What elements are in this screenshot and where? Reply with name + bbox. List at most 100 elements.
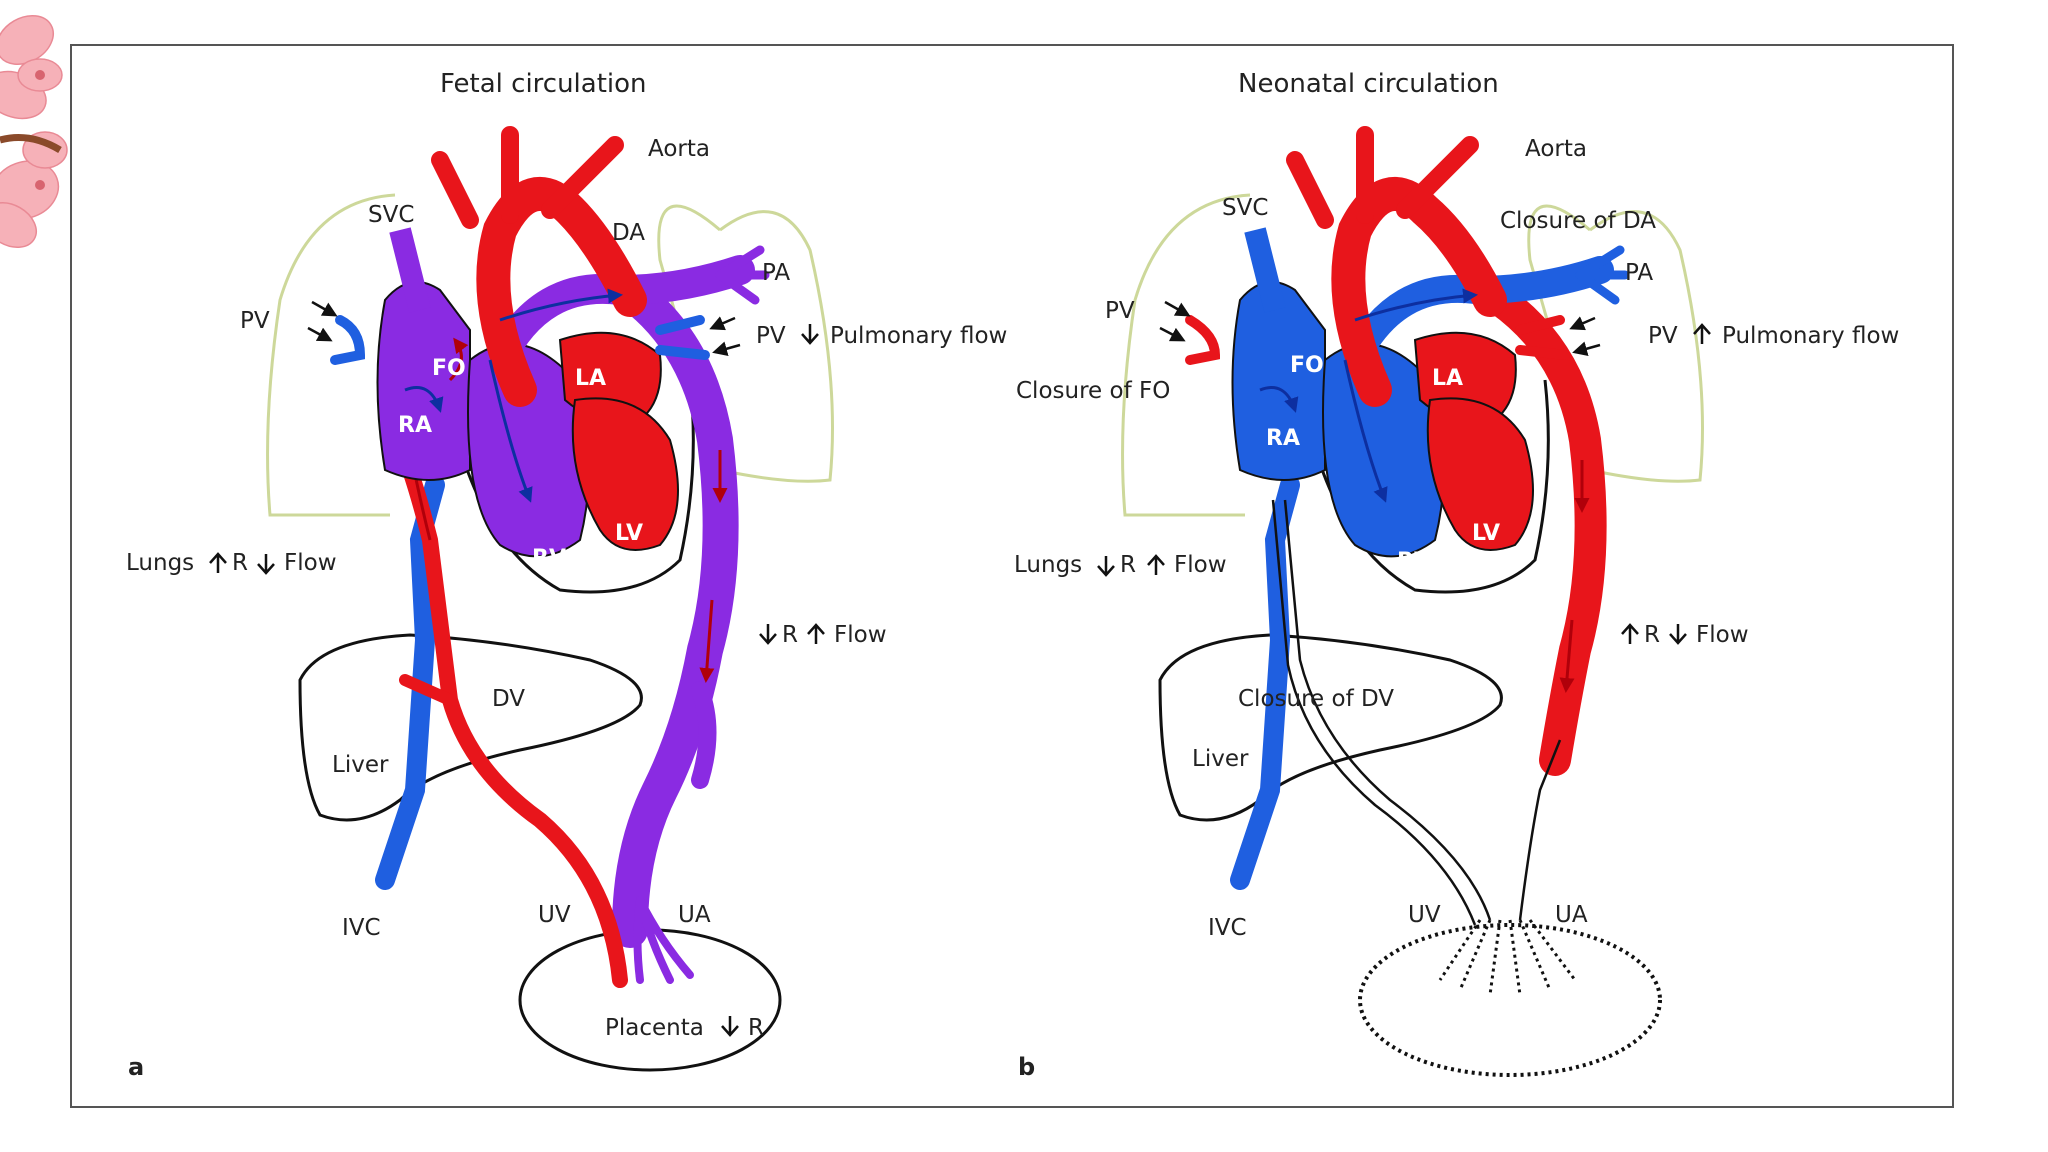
aortic-arch (476, 177, 647, 407)
label-lv-neonatal: LV (1472, 521, 1500, 546)
label-fo: FO (432, 356, 466, 381)
placenta-neonatal (1358, 923, 1662, 1077)
arrow-down-icon (1669, 624, 1687, 645)
umbilical-artery (633, 896, 694, 984)
arrow-down-icon (801, 324, 819, 345)
label-uv-neonatal: UV (1408, 902, 1441, 928)
pulmonary-vein-right (655, 315, 710, 360)
label-aorta: Aorta (648, 136, 710, 162)
pulmonary-branches-neonatal (1575, 245, 1630, 305)
right-lung (657, 204, 834, 483)
label-lv: LV (615, 521, 643, 546)
neonatal-pulmonary-flow-group: PV Pulmonary flow (1648, 323, 1899, 349)
label-lungs-r-neonatal: R (1120, 552, 1136, 578)
label-placenta: Placenta (605, 1015, 704, 1041)
panel-letter-a: a (128, 1053, 144, 1081)
label-ivc: IVC (342, 915, 381, 941)
label-ua: UA (678, 902, 711, 928)
ivc-vessel-neonatal (1230, 475, 1300, 890)
arrow-up-icon (1693, 323, 1711, 344)
neonatal-lungs-resistance-group: Lungs R Flow (1014, 552, 1227, 578)
fetal-pulmonary-flow-group: PV Pulmonary flow (756, 323, 1007, 349)
label-lungs: Lungs (126, 550, 194, 576)
pulmonary-vein-left (330, 315, 366, 365)
pulmonary-branches (715, 245, 770, 305)
pulmonary-vein-left-neonatal (1185, 315, 1221, 365)
label-aorta-neonatal: Aorta (1525, 136, 1587, 162)
cherry-blossom-icon (0, 15, 68, 249)
label-closure-fo: Closure of FO (1016, 378, 1170, 404)
label-da: DA (612, 220, 645, 246)
label-lungs-flow-neonatal: Flow (1174, 552, 1227, 578)
svc-vessel-neonatal (1244, 227, 1286, 313)
pulmonary-vein-right-neonatal (1515, 315, 1570, 360)
label-lungs-r: R (232, 550, 248, 576)
left-lung-neonatal (1121, 193, 1251, 517)
closed-umbilical-vein-2 (1271, 499, 1477, 926)
label-uv: UV (538, 902, 571, 928)
label-pv-right: PV (756, 323, 786, 349)
arrow-down-icon (1097, 556, 1115, 577)
arrow-up-icon (209, 552, 227, 573)
arrow-down-icon (257, 554, 275, 575)
arrow-down-icon (721, 1016, 739, 1037)
label-rv-neonatal: RV (1397, 549, 1431, 574)
label-closure-da: Closure of DA (1500, 208, 1656, 234)
arrow-down-icon (759, 624, 777, 645)
liver (298, 633, 643, 822)
fetal-lungs-resistance-group: Lungs R Flow (126, 550, 337, 576)
liver-neonatal (1158, 633, 1503, 822)
label-liver: Liver (332, 752, 389, 778)
ductus-venosus-branch (399, 674, 456, 706)
panel-neonatal (1121, 126, 1704, 1077)
label-pulmonary-flow: Pulmonary flow (830, 323, 1007, 349)
arrow-up-icon (807, 623, 825, 644)
left-ventricle-neonatal (1426, 397, 1534, 551)
label-systemic-r: R (782, 622, 798, 648)
arrow-up-icon (1147, 554, 1165, 575)
label-la: LA (575, 366, 606, 391)
label-ra: RA (398, 413, 432, 438)
label-dv: DV (492, 686, 525, 712)
label-lungs-neonatal: Lungs (1014, 552, 1082, 578)
label-svc: SVC (368, 202, 414, 228)
label-ivc-neonatal: IVC (1208, 915, 1247, 941)
right-atrium (376, 281, 471, 481)
closed-umbilical-vein (1283, 499, 1492, 921)
label-ra-neonatal: RA (1266, 426, 1300, 451)
label-pulmonary-flow-neonatal: Pulmonary flow (1722, 323, 1899, 349)
label-la-neonatal: LA (1432, 366, 1463, 391)
label-pa: PA (762, 260, 790, 286)
aortic-branches-neonatal (1286, 126, 1479, 229)
arrow-up-icon (1621, 623, 1639, 644)
panel-fetal (266, 126, 834, 1072)
placenta-label-group: Placenta R (605, 1015, 764, 1041)
label-pa-neonatal: PA (1625, 260, 1653, 286)
descending-aorta (612, 282, 739, 948)
label-systemic-r-neonatal: R (1644, 622, 1660, 648)
label-placenta-r: R (748, 1015, 764, 1041)
label-pv-right-neonatal: PV (1648, 323, 1678, 349)
label-ua-neonatal: UA (1555, 902, 1588, 928)
label-rv: RV (532, 546, 566, 571)
left-lung (266, 193, 396, 517)
closed-umbilical-artery (1518, 739, 1562, 921)
svc-vessel (389, 227, 431, 313)
neonatal-systemic-resistance-group: R Flow (1621, 622, 1749, 648)
label-liver-neonatal: Liver (1192, 746, 1249, 772)
iliac-branch (691, 681, 717, 789)
label-systemic-flow: Flow (834, 622, 887, 648)
panel-letter-b: b (1018, 1053, 1035, 1081)
label-closure-dv: Closure of DV (1238, 686, 1394, 712)
label-fo-neonatal: FO (1290, 353, 1324, 378)
label-svc-neonatal: SVC (1222, 195, 1268, 221)
fetal-title: Fetal circulation (440, 69, 647, 99)
left-ventricle (571, 397, 679, 551)
placenta (518, 928, 782, 1072)
neonatal-title: Neonatal circulation (1238, 69, 1499, 99)
aortic-arch-neonatal (1331, 177, 1507, 407)
figure-frame (70, 44, 1954, 1108)
label-pv-left-neonatal: PV (1105, 298, 1135, 324)
aortic-branches (431, 126, 624, 229)
